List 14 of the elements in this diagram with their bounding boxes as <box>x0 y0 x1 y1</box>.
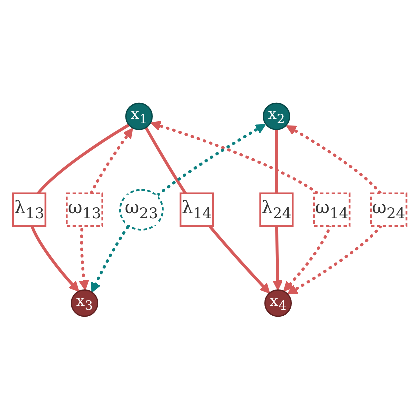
arrow <box>144 127 270 294</box>
node-circle: x$_{1}$ <box>126 102 153 130</box>
edge-label: ω$_{23}$ <box>125 197 158 222</box>
node-circle: x$_{2}$ <box>262 102 290 130</box>
arrow <box>91 124 266 293</box>
edge-label: λ$_{14}$ <box>182 197 212 222</box>
edge-label: λ$_{13}$ <box>14 197 45 222</box>
edge-label: ω$_{24}$ <box>372 197 406 222</box>
edge-label: ω$_{13}$ <box>68 197 102 222</box>
node-circle: x$_{3}$ <box>71 290 98 318</box>
edge-label: ω$_{14}$ <box>315 197 349 222</box>
arrow <box>28 124 130 292</box>
edge-label: λ$_{24}$ <box>262 197 292 222</box>
node-circle: x$_{4}$ <box>264 290 292 318</box>
